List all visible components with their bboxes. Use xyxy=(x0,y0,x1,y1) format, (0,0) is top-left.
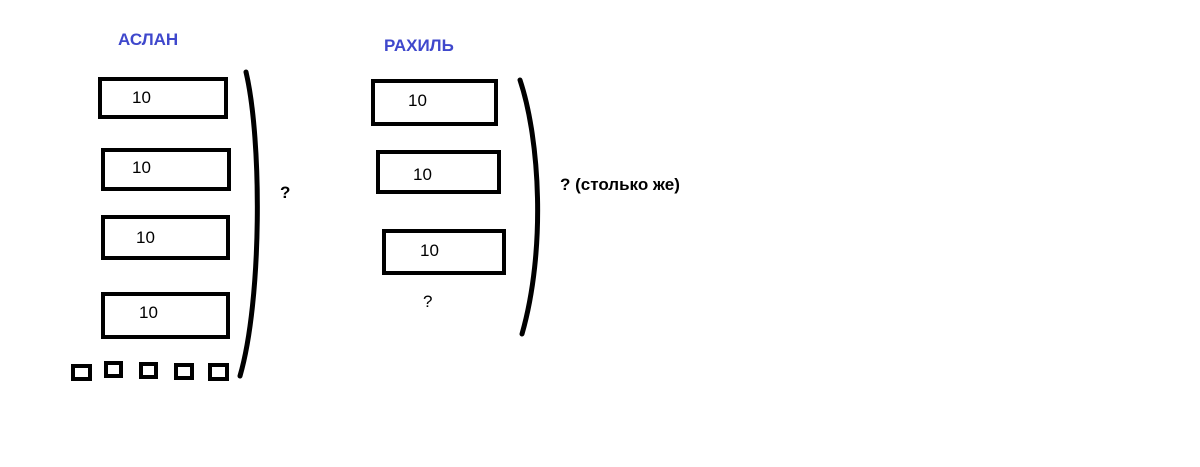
left-box-3-value: 10 xyxy=(136,228,155,247)
right-box-1 xyxy=(371,79,498,126)
left-box-1 xyxy=(98,77,228,119)
left-box-1-value: 10 xyxy=(132,88,151,107)
left-box-4-value: 10 xyxy=(139,303,158,322)
left-group-bracket xyxy=(237,69,260,379)
left-box-4 xyxy=(101,292,230,339)
small-square-3 xyxy=(139,362,158,379)
right-group-question-below: ? xyxy=(423,292,433,311)
right-box-3-value: 10 xyxy=(420,241,439,260)
small-square-5 xyxy=(208,363,229,381)
small-square-4 xyxy=(174,363,194,380)
right-group-name: РАХИЛЬ xyxy=(384,36,454,55)
small-square-2 xyxy=(104,361,123,378)
left-group-question: ? xyxy=(280,183,291,202)
right-box-3 xyxy=(382,229,506,275)
left-group-name: АСЛАН xyxy=(118,30,179,49)
left-box-3 xyxy=(101,215,230,260)
right-box-2 xyxy=(376,150,501,194)
left-box-2-value: 10 xyxy=(132,158,151,177)
left-box-2 xyxy=(101,148,231,191)
right-box-1-value: 10 xyxy=(408,91,427,110)
right-group-bracket xyxy=(517,77,541,337)
small-square-1 xyxy=(71,364,92,381)
right-group-question-total: ? (столько же) xyxy=(560,175,680,194)
right-box-2-value: 10 xyxy=(413,165,432,184)
